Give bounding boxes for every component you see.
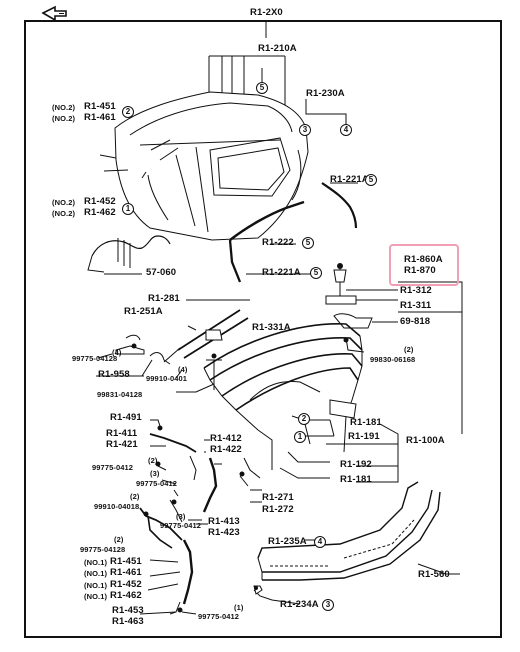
label-r1-331a: R1-331A: [252, 322, 291, 333]
qualifier-no2: (NO.2): [52, 114, 76, 123]
label-r1-281: R1-281: [148, 293, 180, 304]
small-ref: (3): [150, 469, 160, 478]
label-r1-452: R1-452: [110, 579, 142, 590]
label-r1-413: R1-413: [208, 516, 240, 527]
label-r1-222: R1-222: [262, 237, 294, 248]
label-r1-312: R1-312: [400, 285, 432, 296]
callout-5: 5: [365, 174, 377, 186]
label-r1-461: R1-461: [84, 112, 116, 123]
label-r1-958: R1-958: [98, 369, 130, 380]
label-r1-191: R1-191: [348, 431, 380, 442]
label-99775-04128: 99775-04128: [72, 354, 118, 363]
label-99775-0412: 99775-0412: [198, 612, 240, 621]
qualifier-no2: (NO.2): [52, 198, 76, 207]
small-ref: (2): [404, 345, 414, 354]
qualifier-no2: (NO.2): [52, 103, 76, 112]
qualifier-no2: (NO.2): [52, 209, 76, 218]
small-ref: (2): [130, 492, 140, 501]
label-99775-0412: 99775-0412: [160, 521, 202, 530]
label-r1-221a: R1-221A: [262, 267, 301, 278]
label-r1-181: R1-181: [350, 417, 382, 428]
label-r1-210a: R1-210A: [258, 43, 297, 54]
label-99830-06168: 99830-06168: [370, 355, 416, 364]
label-r1-461: R1-461: [110, 567, 142, 578]
label-99910-04018: 99910-04018: [94, 502, 140, 511]
label-r1-234a: R1-234A: [280, 599, 319, 610]
label-r1-451: R1-451: [84, 101, 116, 112]
small-ref: (2): [148, 456, 158, 465]
label-r1-272: R1-272: [262, 504, 294, 515]
small-ref: (4): [112, 348, 122, 357]
label-r1-271: R1-271: [262, 492, 294, 503]
small-ref: (3): [176, 512, 186, 521]
callout-2: 2: [298, 413, 310, 425]
small-ref: (4): [178, 365, 188, 374]
label-r1-860a: R1-860A: [404, 254, 443, 265]
callout-1: 1: [122, 203, 134, 215]
label-99775-0412: 99775-0412: [92, 463, 134, 472]
header-code: R1-2X0: [250, 7, 283, 18]
callout-5: 5: [302, 237, 314, 249]
qualifier-no1: (NO.1): [84, 592, 108, 601]
label-r1-491: R1-491: [110, 412, 142, 423]
qualifier-no1: (NO.1): [84, 558, 108, 567]
qualifier-no1: (NO.1): [84, 581, 108, 590]
small-ref: (2): [114, 535, 124, 544]
label-r1-421: R1-421: [106, 439, 138, 450]
callout-5: 5: [310, 267, 322, 279]
label-r1-462: R1-462: [110, 590, 142, 601]
label-r1-463: R1-463: [112, 616, 144, 627]
label-99775-04128: 99775-04128: [80, 545, 126, 554]
qualifier-no1: (NO.1): [84, 569, 108, 578]
label-r1-411: R1-411: [106, 428, 138, 439]
label-r1-412: R1-412: [210, 433, 242, 444]
label-99910-0401: 99910-0401: [146, 374, 188, 383]
label-r1-251a: R1-251A: [124, 306, 163, 317]
label-r1-181: R1-181: [340, 474, 372, 485]
label-99831-04128: 99831-04128: [97, 390, 143, 399]
label-r1-451: R1-451: [110, 556, 142, 567]
highlight-box: [389, 244, 459, 286]
label-69-818: 69-818: [400, 316, 431, 327]
label-r1-560: R1-560: [418, 569, 450, 580]
label-r1-462: R1-462: [84, 207, 116, 218]
label-r1-100a: R1-100A: [406, 435, 445, 446]
label-r1-192: R1-192: [340, 459, 372, 470]
label-r1-452: R1-452: [84, 196, 116, 207]
callout-1: 1: [294, 431, 306, 443]
small-ref: (1): [234, 603, 244, 612]
label-r1-423: R1-423: [208, 527, 240, 538]
label-r1-453: R1-453: [112, 605, 144, 616]
callout-3: 3: [299, 124, 311, 136]
label-r1-870: R1-870: [404, 265, 436, 276]
label-99775-0412: 99775-0412: [136, 479, 178, 488]
label-57-060: 57-060: [146, 267, 177, 278]
label-r1-230a: R1-230A: [306, 88, 345, 99]
callout-4: 4: [340, 124, 352, 136]
diagram-border: [24, 20, 502, 638]
label-r1-235a: R1-235A: [268, 536, 307, 547]
callout-2: 2: [122, 106, 134, 118]
label-r1-422: R1-422: [210, 444, 242, 455]
callout-5: 5: [256, 82, 268, 94]
forward-arrow-icon: [40, 4, 76, 39]
callout-3: 3: [322, 599, 334, 611]
callout-4: 4: [314, 536, 326, 548]
label-r1-311: R1-311: [400, 300, 432, 311]
label-r1-221a: R1-221A: [330, 174, 369, 185]
